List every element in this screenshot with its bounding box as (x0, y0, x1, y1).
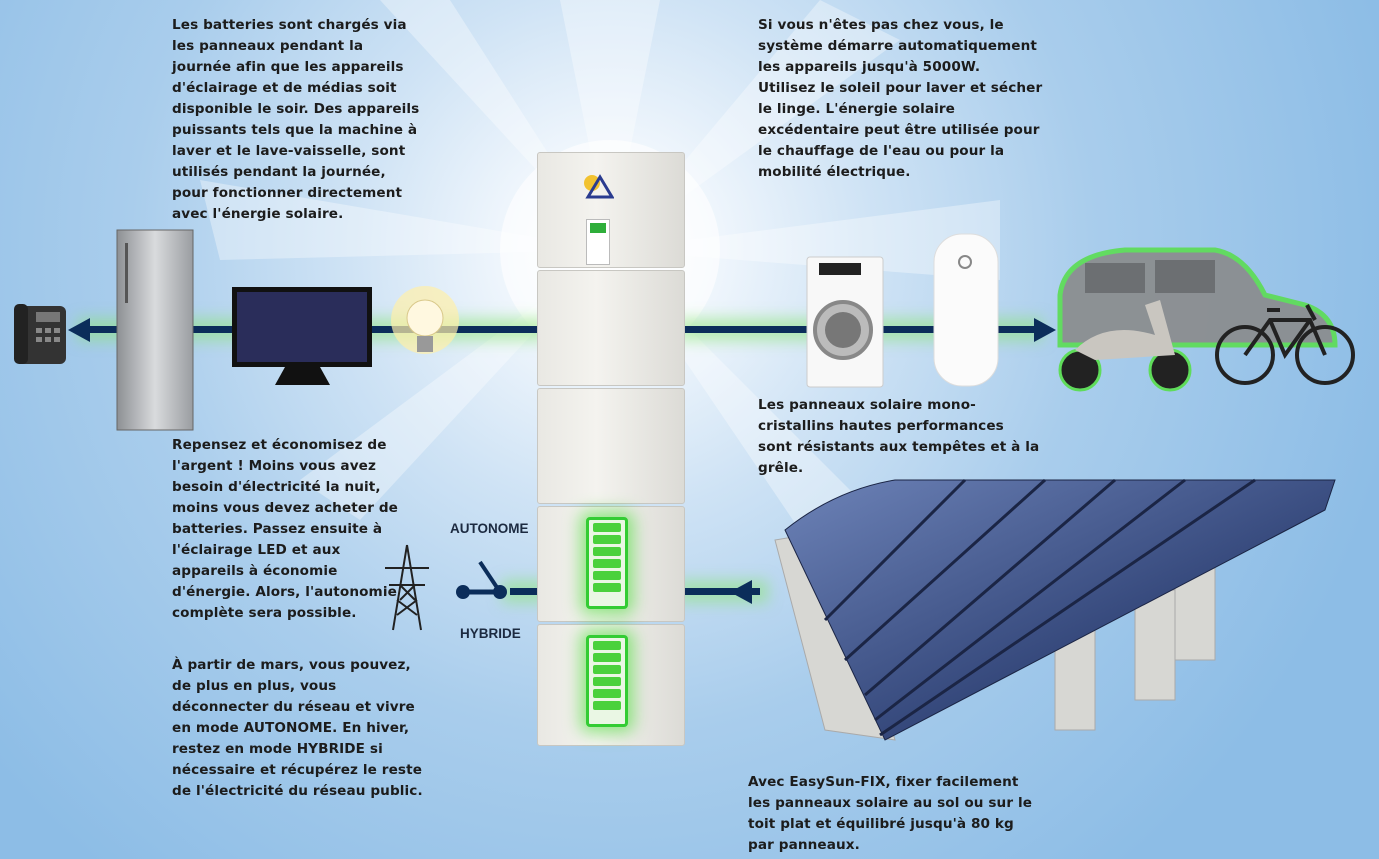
grid-switch[interactable] (375, 540, 515, 635)
water-heater-icon (933, 233, 999, 387)
power-pylon-icon (385, 544, 429, 631)
grid-line (510, 588, 540, 595)
car-icon (1057, 247, 1338, 348)
battery-charge-icon (586, 517, 628, 609)
battery-tower (537, 152, 685, 748)
electric-vehicles (1057, 247, 1355, 392)
fridge-icon (116, 229, 194, 431)
solar-line (685, 588, 760, 595)
text-panels: Les panneaux solaire mono- cristallins h… (758, 397, 1040, 476)
solar-panel-array (774, 478, 1336, 741)
arrow-left-icon (68, 318, 90, 342)
text-save-money: Repensez et économisez de l'argent ! Moi… (172, 437, 398, 621)
arrow-left-icon (730, 580, 752, 604)
control-display[interactable] (586, 219, 610, 265)
telephone-icon (14, 304, 66, 364)
bicycle-icon (1215, 304, 1355, 385)
battery-charge-icon (586, 635, 628, 727)
battery-module (537, 506, 685, 622)
inverter-module (537, 152, 685, 268)
module (537, 388, 685, 504)
text-auto-start: Si vous n'êtes pas chez vous, le système… (758, 17, 1043, 180)
text-day-charging: Les batteries sont chargés via les panne… (172, 17, 420, 222)
text-modes: À partir de mars, vous pouvez, de plus e… (172, 657, 423, 799)
light-bulb-icon (391, 286, 459, 354)
text-easysun-fix: Avec EasySun-FIX, fixer facilement les p… (748, 774, 1033, 853)
easysun-logo-icon (584, 174, 614, 199)
washing-machine-icon (806, 256, 884, 388)
scooter-icon (1058, 300, 1192, 392)
arrow-right-icon (1034, 318, 1056, 342)
module (537, 270, 685, 386)
label-hybride: HYBRIDE (460, 626, 521, 641)
battery-module (537, 624, 685, 746)
tv-icon (232, 287, 372, 385)
label-autonome: AUTONOME (450, 521, 529, 536)
